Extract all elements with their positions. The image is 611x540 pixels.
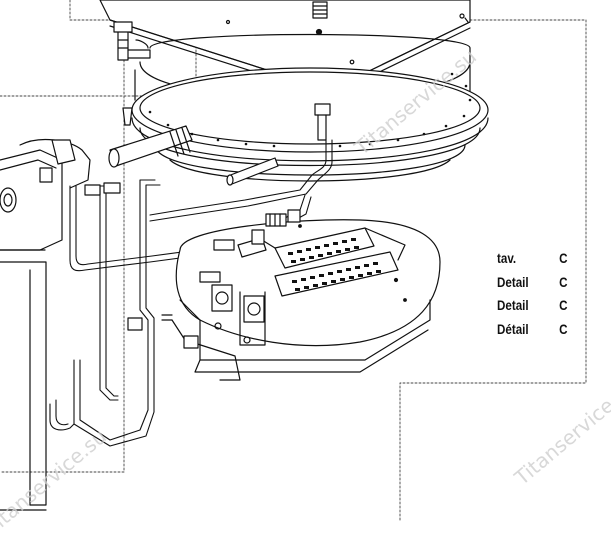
- technical-drawing: [0, 0, 587, 522]
- pipe-fittings: [127, 209, 301, 331]
- legend-word: Detail: [497, 298, 529, 313]
- legend-row: Détail C: [497, 318, 568, 342]
- burner-tubes: [237, 227, 406, 297]
- top-fittings: [113, 21, 151, 61]
- legend-letter: C: [559, 251, 568, 266]
- legend-row: Detail C: [497, 271, 568, 295]
- detail-label: tav. C Detail C Detail C Détail C: [497, 247, 568, 341]
- legend-letter: C: [559, 298, 568, 313]
- legend-word: Détail: [497, 321, 529, 337]
- legend-word: tav.: [497, 251, 517, 266]
- legend-letter: C: [559, 274, 568, 290]
- stub-pipes: [108, 103, 331, 186]
- legend-word: Detail: [497, 274, 529, 290]
- flange-holes: [148, 72, 472, 148]
- housing-rings: [131, 33, 489, 182]
- top-plate: [99, 0, 471, 97]
- valve-assembly: [0, 139, 121, 511]
- legend-row: Detail C: [497, 294, 568, 318]
- legend-letter: C: [559, 321, 568, 337]
- legend-row: tav. C: [497, 247, 568, 271]
